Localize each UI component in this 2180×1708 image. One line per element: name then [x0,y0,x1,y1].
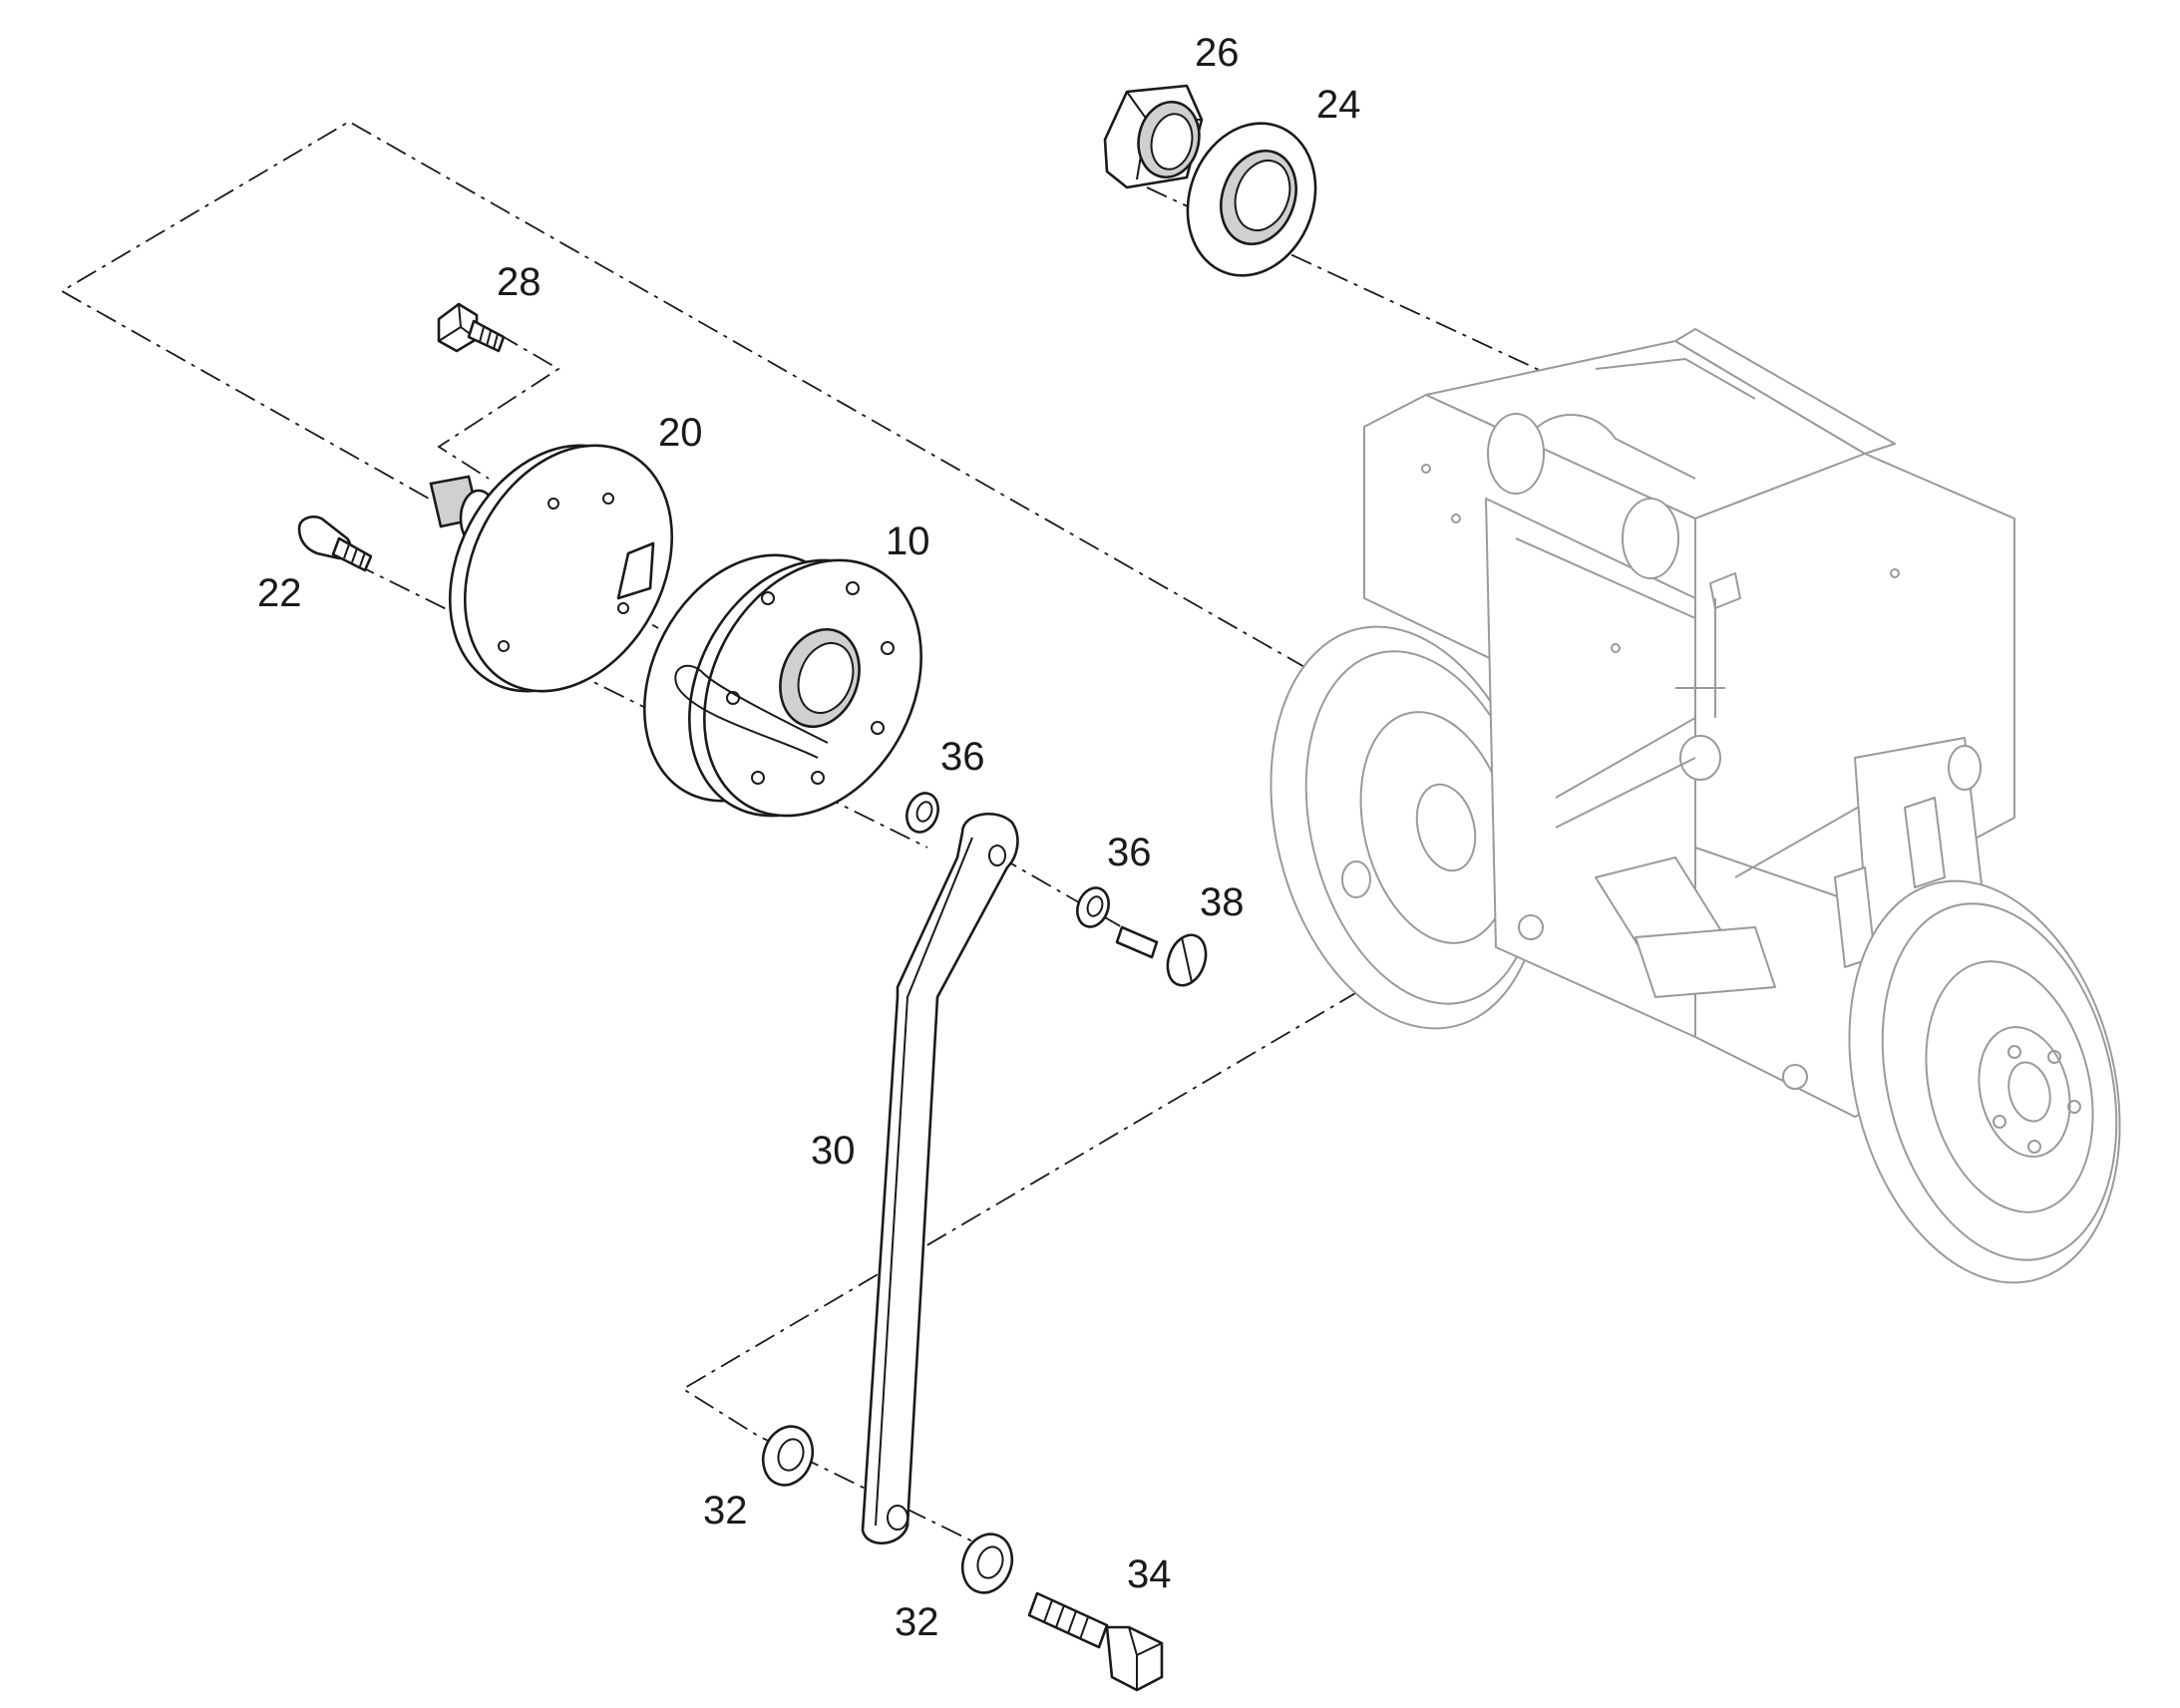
callout-22: 22 [257,571,302,615]
bolt-22 [297,514,373,572]
callout-26: 26 [1195,31,1240,75]
pin-38 [1115,925,1208,987]
callout-28: 28 [497,260,542,304]
mounting-plate-20 [429,444,674,693]
washer-32-lower [960,1533,1014,1594]
callout-24: 24 [1316,83,1361,127]
washer-32-upper [761,1425,815,1487]
callout-32-right: 32 [895,1600,939,1644]
callout-30: 30 [811,1129,856,1173]
hex-nut-26 [1103,84,1204,189]
callout-36-lower: 36 [1107,831,1152,874]
callout-36-upper: 36 [940,735,985,779]
lever-arm-30 [861,813,1019,1545]
callout-labels: 26 24 28 20 10 22 36 36 38 30 32 32 34 [257,31,1361,1644]
callout-38: 38 [1200,880,1245,924]
callout-10: 10 [886,519,930,563]
assembly-line-pin-38 [996,854,1158,948]
clutch-unit-10 [642,553,922,818]
assembly-line-main [60,120,1307,669]
washer-36-upper [906,792,939,834]
callout-34: 34 [1127,1552,1172,1596]
bolt-28 [437,302,506,353]
assembly-line-bolt-28 [437,333,560,480]
right-wheel [1848,879,2121,1284]
washer-36-lower [1076,886,1110,928]
wheel-carriage-assembly [1270,328,2121,1284]
callout-20: 20 [658,411,703,455]
bolt-34 [1027,1591,1164,1692]
callout-32-left: 32 [703,1489,748,1533]
washer-24 [1186,122,1317,277]
